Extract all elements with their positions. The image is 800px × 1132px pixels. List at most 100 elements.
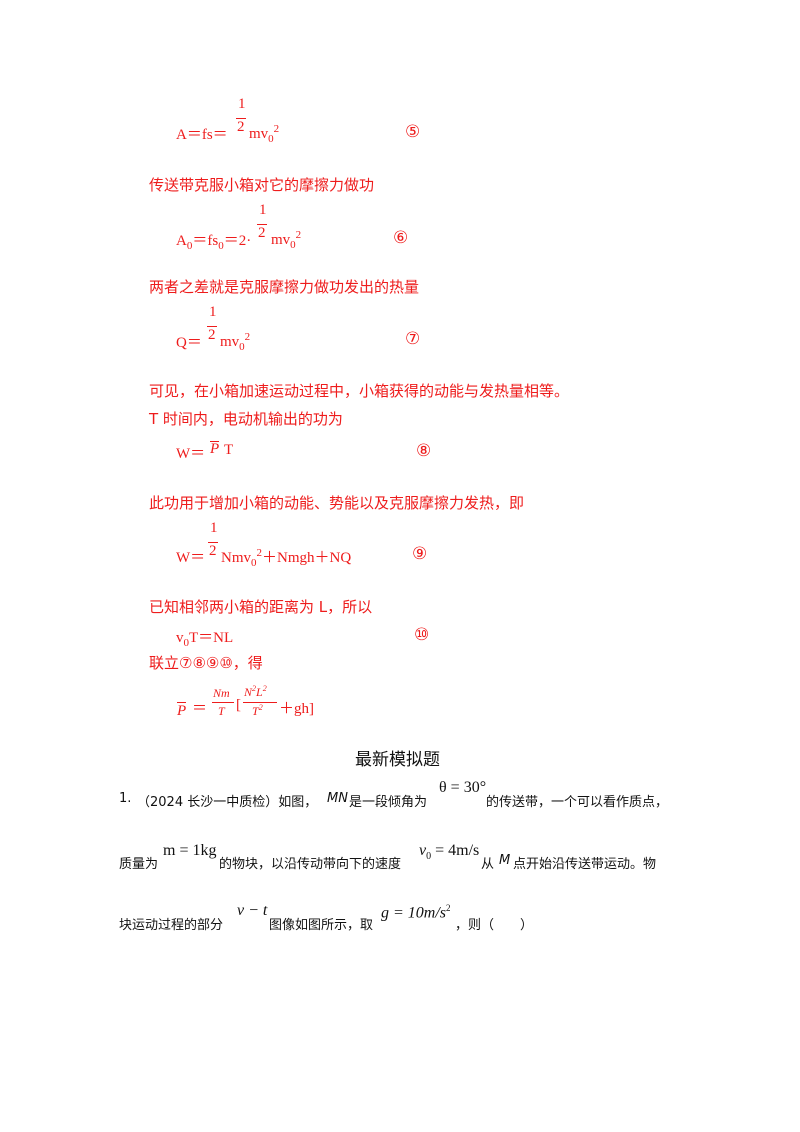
equation-body: v0T＝NL <box>176 626 233 649</box>
equation-lhs: W＝ <box>176 550 206 566</box>
question-text: 是一段倾角为 <box>349 795 428 810</box>
equation-number-10: ⑩ <box>414 625 430 645</box>
question-1-line-3: 块运动过程的部分 v − t 图像如图所示，取 g = 10m/s2 ，则（ ） <box>119 900 719 934</box>
superscript: 2 <box>262 684 267 693</box>
p-bar <box>210 441 219 442</box>
question-text: 点开始沿传送带运动。物 <box>513 857 657 872</box>
equation-6: A0＝fs0＝2· 1 2 mv02 ⑥ <box>176 198 456 252</box>
fraction-bar <box>257 224 267 225</box>
question-text: 的物块，以沿传动带向下的速度 <box>219 857 402 872</box>
g-text: g = 10m/s <box>381 904 447 922</box>
rhs-tail: ＋Nmgh＋NQ <box>262 550 352 566</box>
fraction2-bar <box>243 702 277 703</box>
rhs-text: mv <box>249 126 269 142</box>
subscript: 0 <box>251 557 257 569</box>
explanation-line-7: 联立⑦⑧⑨⑩，得 <box>149 654 263 672</box>
vt-expression: v − t <box>237 902 268 919</box>
mn-symbol: MN <box>327 791 348 806</box>
explanation-line-1: 传送带克服小箱对它的摩擦力做功 <box>149 176 375 194</box>
superscript: 2 <box>295 229 302 241</box>
fraction-denominator: 2 <box>209 543 217 559</box>
p-bar <box>177 702 186 703</box>
fraction-numerator: 1 <box>210 520 218 536</box>
question-text: 从 <box>481 857 495 872</box>
equation-number-7: ⑦ <box>405 329 421 349</box>
fraction2-denominator: T2 <box>252 703 263 719</box>
bracket-open: [ <box>236 697 241 713</box>
fraction-denominator: 2 <box>237 119 245 135</box>
fraction-numerator: 1 <box>259 202 267 218</box>
question-1-line-2: 质量为 m = 1kg 的物块，以沿传动带向下的速度 v0 = 4m/s 从 M… <box>119 839 719 873</box>
question-text: 质量为 <box>119 857 159 872</box>
final-equation: P ＝ Nm T [ N2L2 T2 ＋gh] <box>176 682 376 726</box>
subscript: 0 <box>186 240 193 252</box>
equation-number-6: ⑥ <box>393 228 409 248</box>
question-1-line-1: 1. （2024 长沙一中质检）如图， MN 是一段倾角为 θ = 30° 的传… <box>119 779 719 813</box>
superscript: 2 <box>258 703 263 712</box>
explanation-line-2: 两者之差就是克服摩擦力做功发出的热量 <box>149 278 420 296</box>
fraction1-bar <box>212 702 234 703</box>
fraction-bar <box>236 118 246 119</box>
equation-5: 1 A＝fs＝ 2 mv02 ⑤ <box>176 92 456 145</box>
equation-rhs: Nmv02＋Nmgh＋NQ <box>221 546 351 569</box>
l-symbol: L <box>256 685 263 699</box>
theta-expression: θ = 30° <box>439 779 487 796</box>
lhs-a: A <box>176 233 187 249</box>
equation-lhs: W＝ <box>176 446 206 462</box>
equation-lhs: A＝fs＝ <box>176 127 228 143</box>
lhs-mid2: ＝2· <box>223 233 252 249</box>
superscript: 2 <box>244 331 251 343</box>
subscript: 0 <box>290 239 296 251</box>
section-title: 最新模拟题 <box>355 750 440 770</box>
explanation-line-6: 已知相邻两小箱的距离为 L，所以 <box>149 598 373 616</box>
question-text: ，则（ ） <box>455 918 534 933</box>
rhs-text: T＝NL <box>189 630 234 646</box>
equation-rhs: mv02 <box>249 123 279 145</box>
question-number: 1. <box>119 791 132 806</box>
lhs-text: v <box>176 630 184 646</box>
superscript: 2 <box>252 684 257 693</box>
n-symbol: N <box>244 685 253 699</box>
rhs-text: mv <box>271 232 291 248</box>
fraction-bar <box>207 326 217 327</box>
subscript: 0 <box>239 341 245 353</box>
subscript: 0 <box>268 133 274 145</box>
fraction1-numerator: Nm <box>213 686 230 700</box>
explanation-line-5: 此功用于增加小箱的动能、势能以及克服摩擦力发热，即 <box>149 494 525 512</box>
question-text: 块运动过程的部分 <box>119 918 224 933</box>
velocity-value: = 4m/s <box>431 842 480 859</box>
superscript: 2 <box>256 547 263 559</box>
subscript: 0 <box>218 240 224 252</box>
t-symbol: T <box>252 704 259 718</box>
question-text: （2024 长沙一中质检）如图， <box>137 795 318 810</box>
fraction-bar <box>208 542 218 543</box>
equation-7: 1 Q＝ 2 mv02 ⑦ <box>176 302 456 353</box>
superscript: 2 <box>273 123 280 135</box>
equation-number-9: ⑨ <box>412 544 428 564</box>
rhs-text: mv <box>220 334 240 350</box>
equation-rhs: mv02 <box>271 229 301 251</box>
equation-10: v0T＝NL ⑩ <box>176 622 456 650</box>
m-point-symbol: M <box>499 853 511 868</box>
equation-rhs: T <box>224 442 234 458</box>
equation-lhs: Q＝ <box>176 335 202 351</box>
superscript: 2 <box>446 903 451 913</box>
question-text: 的传送带，一个可以看作质点， <box>486 795 669 810</box>
explanation-line-3: 可见，在小箱加速运动过程中，小箱获得的动能与发热量相等。 <box>149 382 570 400</box>
equation-rhs: mv02 <box>220 331 250 353</box>
fraction1-denominator: T <box>218 704 225 718</box>
subscript: 0 <box>183 637 190 649</box>
fraction-denominator: 2 <box>208 327 216 343</box>
v-symbol: v <box>419 842 427 859</box>
average-power-symbol: P <box>177 703 187 719</box>
fraction2-numerator: N2L2 <box>244 684 267 700</box>
rhs-text: Nmv <box>221 550 251 566</box>
equation-number-5: ⑤ <box>405 122 421 142</box>
equation-number-8: ⑧ <box>416 441 432 461</box>
equation-8: W＝ P T ⑧ <box>176 436 456 464</box>
fraction-numerator: 1 <box>209 304 217 320</box>
equation-tail: ＋gh] <box>279 701 314 717</box>
equation-lhs: A0＝fs0＝2· <box>176 229 251 252</box>
lhs-mid: ＝fs <box>192 233 219 249</box>
subscript: 0 <box>426 851 432 863</box>
